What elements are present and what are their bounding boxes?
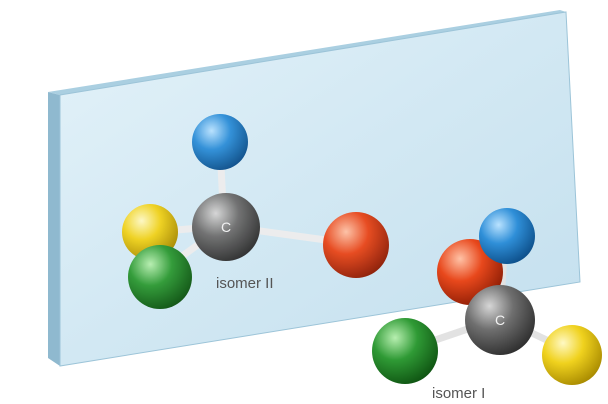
isomer-ii-label: isomer II [216, 275, 274, 292]
mirror-edge [48, 92, 60, 366]
atom-green [372, 318, 438, 384]
atom-blue [192, 114, 248, 170]
carbon-atom [465, 285, 535, 355]
molecule-isomer-i: C [372, 208, 602, 385]
atom-green [128, 245, 192, 309]
molecule-isomer-ii: C [122, 114, 389, 309]
atom-yellow [542, 325, 602, 385]
carbon-label: C [221, 219, 231, 235]
mirror-top-edge [48, 10, 566, 95]
atom-red [323, 212, 389, 278]
carbon-label: C [495, 312, 505, 328]
carbon-atom [192, 193, 260, 261]
atom-blue [479, 208, 535, 264]
isomer-i-label: isomer I [432, 385, 485, 402]
